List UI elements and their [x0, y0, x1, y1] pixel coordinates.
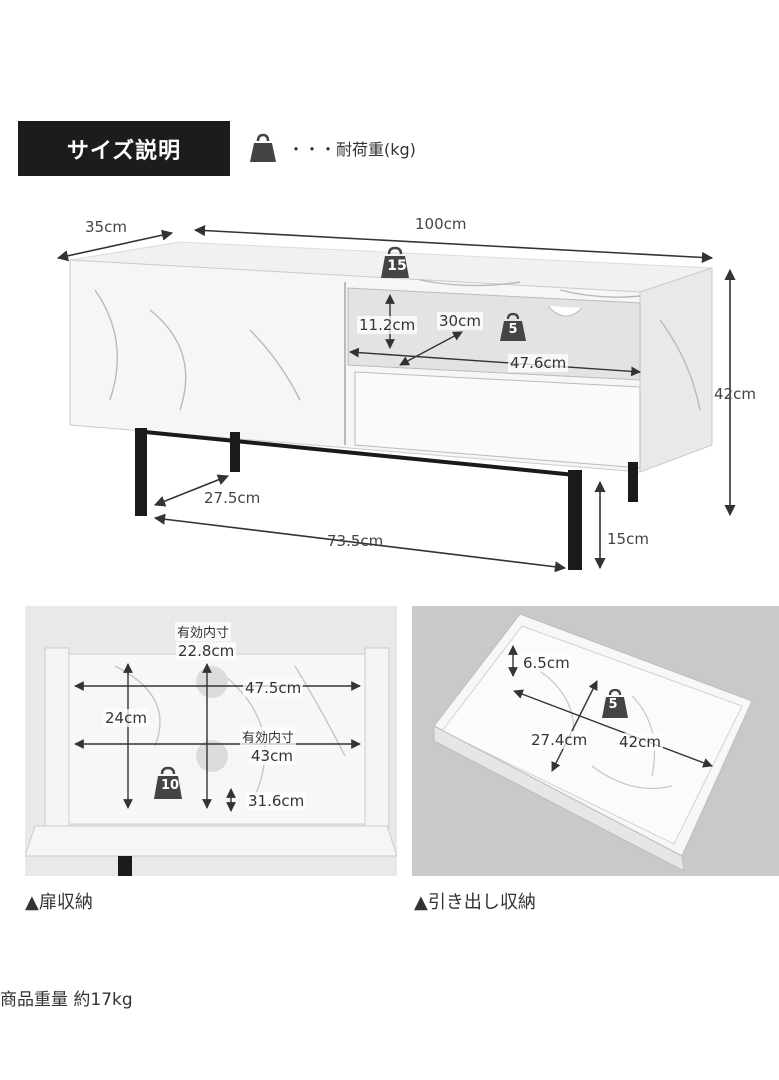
leg [230, 432, 240, 472]
drawer-depth-label: 27.4cm [529, 731, 590, 749]
drawer-height-label: 6.5cm [521, 654, 572, 672]
inner-width-mid-label: 43cm [249, 747, 295, 765]
weight-bag-icon [154, 766, 182, 799]
leg-depth-label: 27.5cm [204, 489, 261, 507]
shelf-depth-label: 30cm [437, 312, 483, 330]
door-depth-label: 31.6cm [246, 792, 307, 810]
open-shelf [347, 287, 641, 381]
depth-label: 35cm [85, 218, 127, 236]
drawer-storage-photo [412, 606, 779, 876]
door-width-label: 47.5cm [243, 679, 304, 697]
drawer-load-value: 5 [608, 697, 618, 712]
weight-bag-icon [381, 246, 409, 278]
height-label: 42cm [714, 385, 756, 403]
leg [628, 462, 638, 502]
drawer-width-label: 42cm [617, 733, 663, 751]
shelf-height-label: 11.2cm [357, 316, 418, 334]
load-legend: ・・・耐荷重(kg) [248, 132, 416, 164]
tv-board-diagram [56, 224, 736, 573]
shelf-width-label: 47.6cm [508, 354, 569, 372]
door-load-value: 10 [160, 778, 180, 793]
shelf-load-value: 5 [508, 322, 518, 337]
product-weight: 商品重量 約17kg [0, 990, 133, 1010]
drawer-front [354, 371, 641, 469]
inner-width-top-label: 22.8cm [176, 642, 237, 660]
leg-width-label: 73.5cm [327, 532, 384, 550]
leg-height-label: 15cm [607, 530, 649, 548]
leg [568, 470, 582, 570]
width-label: 100cm [415, 215, 467, 233]
door-height-label: 24cm [103, 709, 149, 727]
inner-size-label: 有効内寸 [240, 727, 297, 746]
drawer-storage-caption: ▲引き出し収納 [414, 892, 536, 913]
weight-bag-icon [500, 312, 526, 341]
door-storage-caption: ▲扉収納 [25, 892, 93, 913]
section-title: サイズ説明 [18, 121, 230, 176]
side-face [639, 267, 713, 473]
leg [135, 428, 147, 516]
weight-bag-icon [250, 133, 276, 162]
weight-bag-icon [602, 688, 628, 718]
legend-text: ・・・耐荷重(kg) [288, 140, 416, 159]
inner-size-label: 有効内寸 [175, 622, 232, 641]
top-load-value: 15 [387, 258, 407, 274]
